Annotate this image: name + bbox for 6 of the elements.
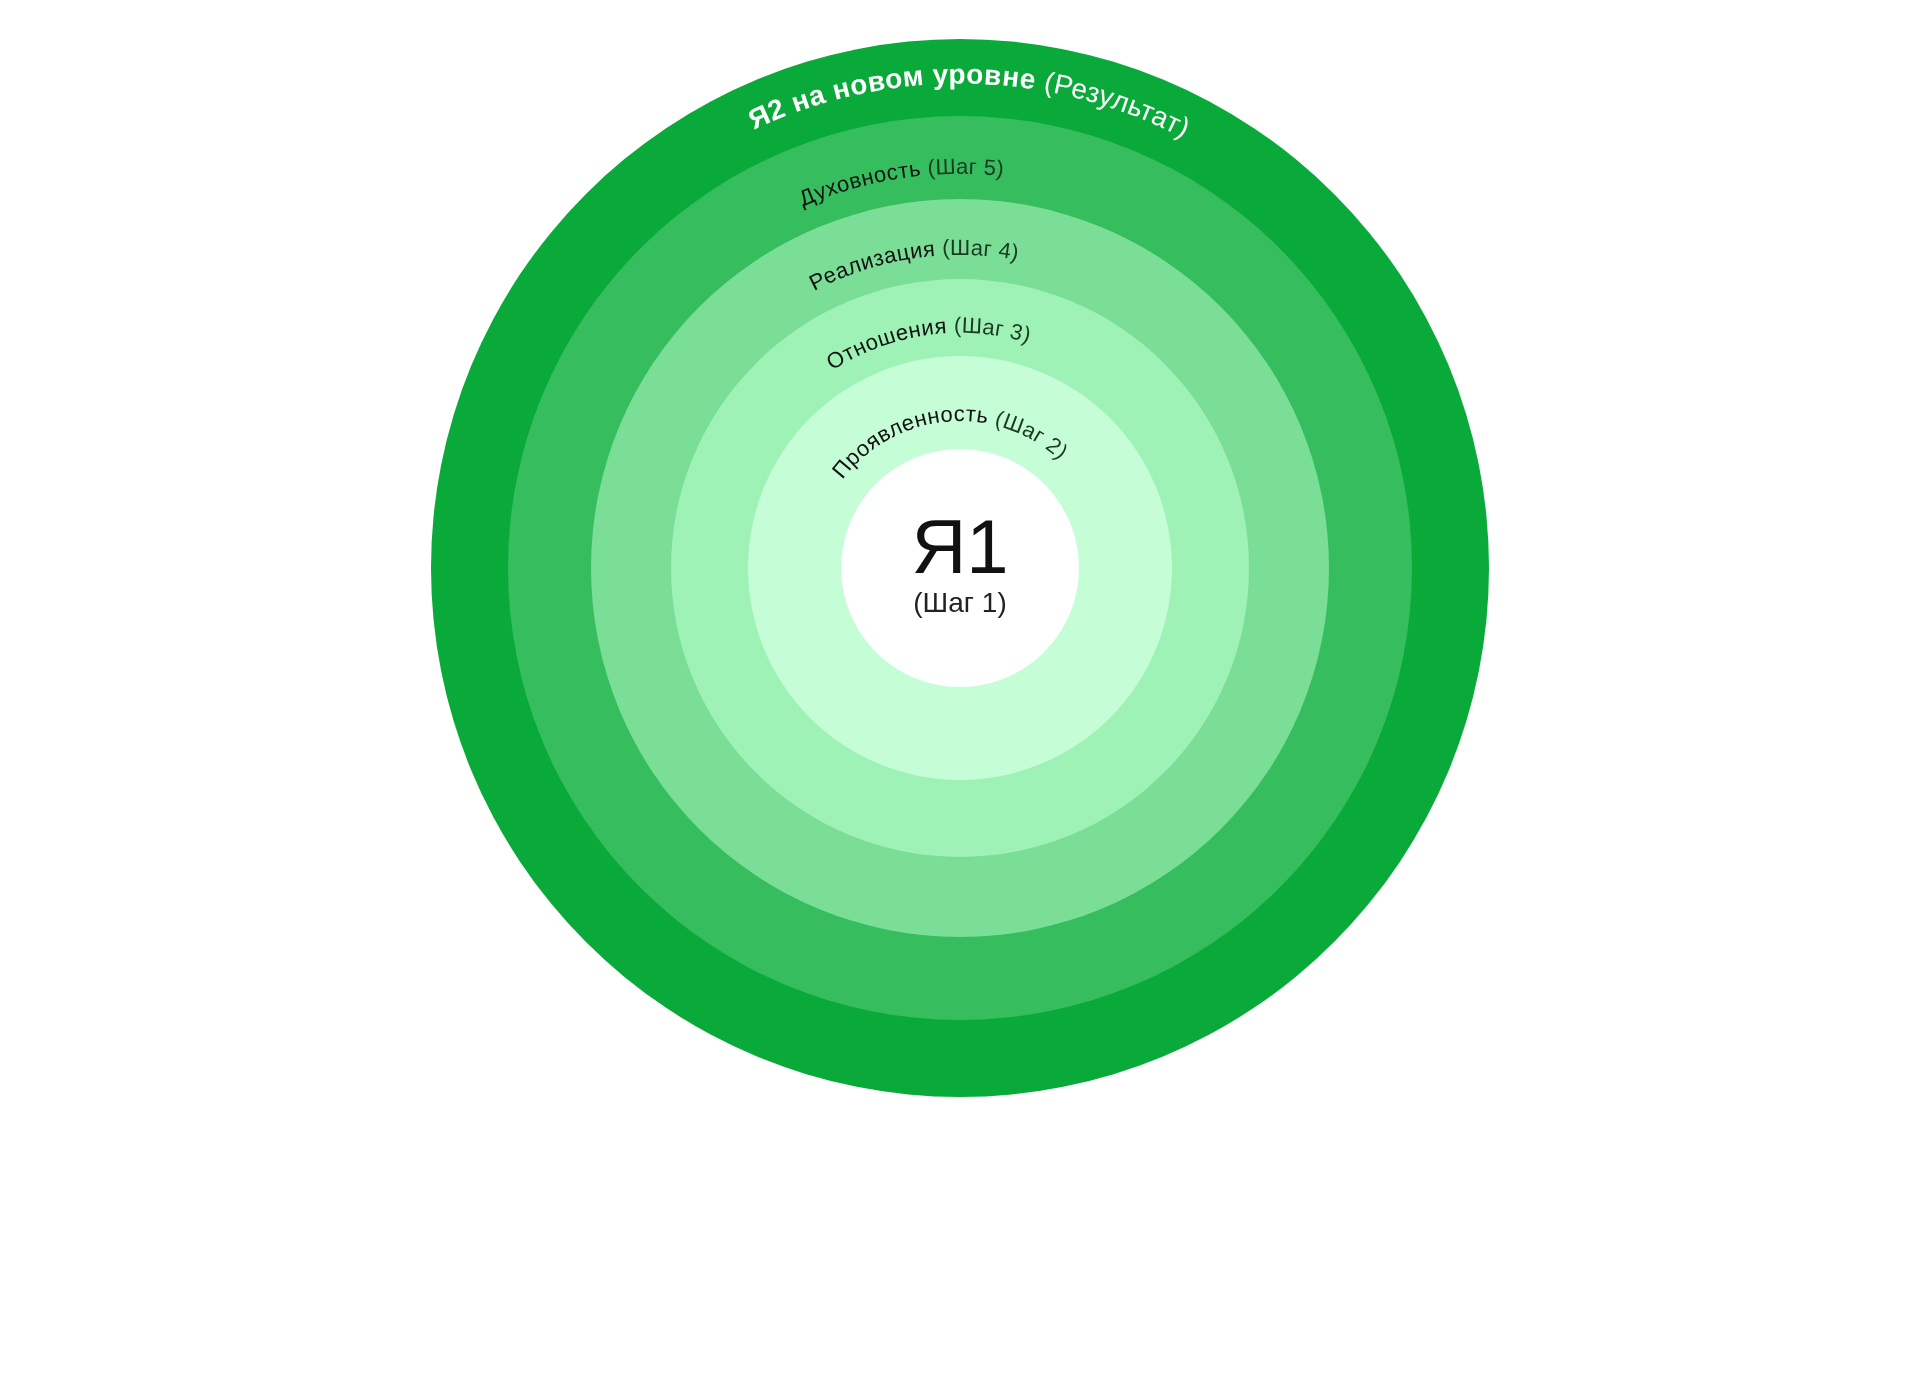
step-label: (Шаг 5) bbox=[926, 153, 1006, 182]
step-label: (Шаг 3) bbox=[953, 312, 1034, 348]
step-label: (Шаг 4) bbox=[941, 234, 1022, 266]
ring-title: Я2 на новом уровне bbox=[743, 58, 1039, 136]
step-label: (Шаг 1) bbox=[913, 585, 1007, 620]
center-title: Я1 bbox=[911, 508, 1009, 585]
